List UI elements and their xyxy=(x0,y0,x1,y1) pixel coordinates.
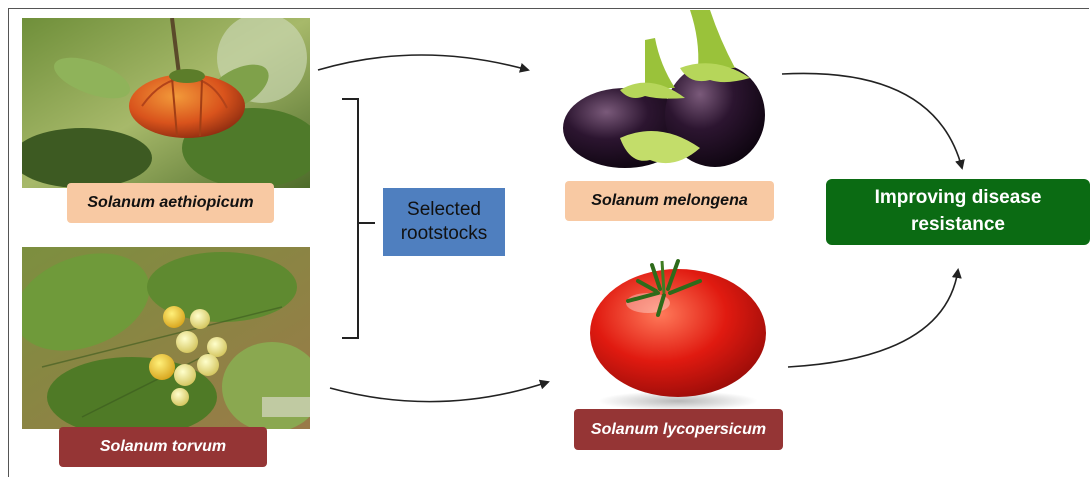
arrow-lycopersicum-to-outcome xyxy=(788,270,958,367)
arrow-aethiopicum-to-melongena xyxy=(318,55,528,70)
rootstocks-bracket xyxy=(342,99,375,338)
arrow-torvum-to-lycopersicum xyxy=(330,382,548,402)
arrow-melongena-to-outcome xyxy=(782,73,962,168)
